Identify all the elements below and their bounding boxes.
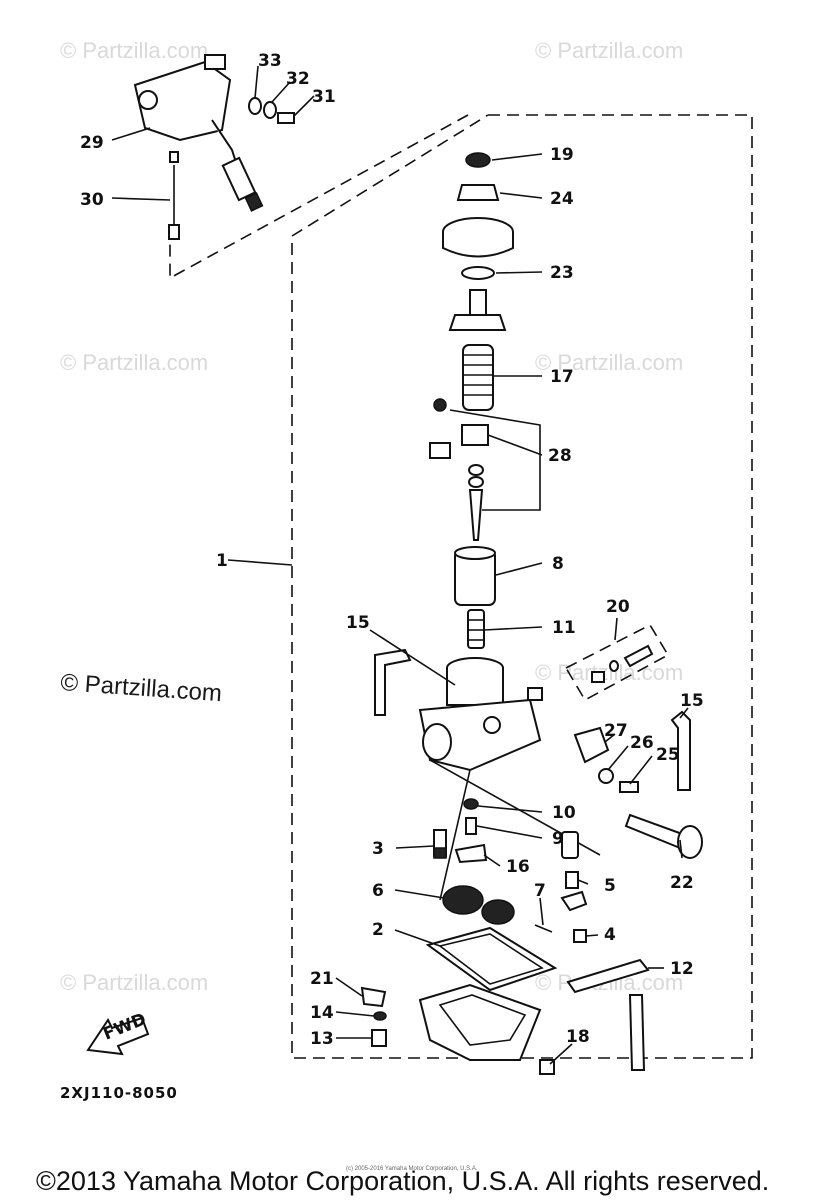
hose-part (374, 648, 691, 791)
spring-part (448, 289, 507, 411)
callout-16: 16 (506, 857, 530, 877)
throttle-housing-part (133, 54, 264, 212)
throttle-valve-part (454, 546, 496, 606)
callout-19: 19 (550, 145, 574, 165)
callout-26: 26 (630, 733, 654, 753)
needle-set-part (429, 398, 541, 541)
callout-17: 17 (550, 367, 574, 387)
pilot-screw-set-part (564, 623, 670, 702)
watermark: © Partzilla.com (535, 38, 683, 63)
callout-29: 29 (80, 133, 104, 153)
watermark: © Partzilla.com (60, 350, 208, 375)
gasket-part (425, 926, 558, 992)
cover-screw-part (573, 726, 639, 793)
callout-15-right: 15 (680, 691, 704, 711)
callout-18: 18 (566, 1027, 590, 1047)
top-stack-parts (442, 152, 514, 280)
leader-lines (111, 65, 689, 1065)
callout-27: 27 (604, 721, 628, 741)
callout-30: 30 (80, 190, 104, 210)
cable-part (168, 151, 180, 240)
callout-10: 10 (552, 803, 576, 823)
callout-24: 24 (550, 189, 574, 209)
callout-32: 32 (286, 69, 310, 89)
copyright-footer: ©2013 Yamaha Motor Corporation, U.S.A. A… (36, 1166, 769, 1196)
jets-part (433, 798, 588, 912)
callout-9: 9 (552, 829, 564, 849)
needle-jet-part (467, 609, 485, 649)
callout-8: 8 (552, 554, 564, 574)
callout-3: 3 (372, 839, 384, 859)
watermark-group: © Partzilla.com © Partzilla.com © Partzi… (60, 38, 683, 995)
callout-5: 5 (604, 876, 616, 896)
callout-20: 20 (606, 597, 630, 617)
callout-28: 28 (548, 446, 572, 466)
watermark-dark: © Partzilla.com (60, 669, 223, 707)
callout-1: 1 (216, 551, 228, 571)
small-print: (c) 2005-2016 Yamaha Motor Corporation, … (346, 1166, 478, 1172)
callout-4: 4 (604, 925, 616, 945)
watermark: © Partzilla.com (60, 38, 208, 63)
callout-labels: 1 2 3 4 5 6 7 8 9 10 11 12 13 14 15 15 1… (80, 51, 704, 1049)
watermark: © Partzilla.com (535, 660, 683, 685)
throttle-stop-screw-part (624, 813, 703, 859)
overflow-hose-part (566, 958, 650, 1071)
callout-31: 31 (312, 87, 336, 107)
callout-11: 11 (552, 618, 576, 638)
watermark: © Partzilla.com (60, 970, 208, 995)
screw-washers-part (248, 97, 295, 124)
diagram-code: 2XJ110-8050 (60, 1084, 178, 1102)
callout-2: 2 (372, 920, 384, 940)
callout-15: 15 (346, 613, 370, 633)
throttle-link-line (169, 114, 469, 280)
float-part (442, 885, 587, 943)
callout-23: 23 (550, 263, 574, 283)
callout-25: 25 (656, 745, 680, 765)
callout-6: 6 (372, 881, 384, 901)
callout-13: 13 (310, 1029, 334, 1049)
float-bowl-part (418, 983, 542, 1061)
callout-12: 12 (670, 959, 694, 979)
callout-14: 14 (310, 1003, 334, 1023)
callout-7: 7 (534, 881, 546, 901)
assembly-boundary (291, 114, 753, 1059)
watermark: © Partzilla.com (535, 350, 683, 375)
forward-arrow-icon: FWD (86, 1009, 150, 1056)
callout-21: 21 (310, 969, 334, 989)
callout-22: 22 (670, 873, 694, 893)
callout-33: 33 (258, 51, 282, 71)
